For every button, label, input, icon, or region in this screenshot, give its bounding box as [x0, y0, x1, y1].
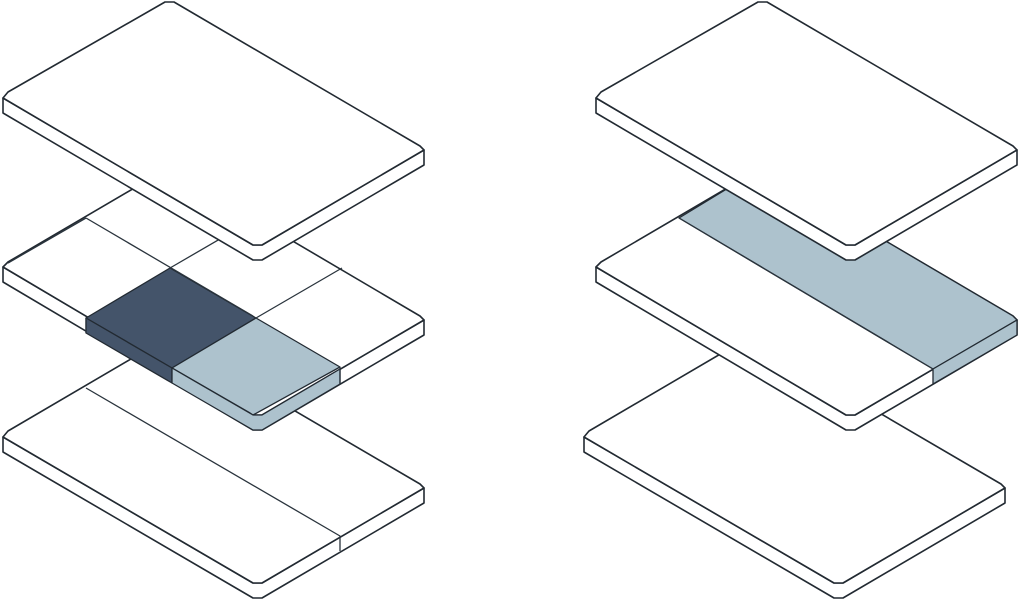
right-top-layer [595, 1, 1018, 261]
right-light-band-side [932, 319, 1018, 385]
right-band-divider [678, 217, 934, 370]
left-top-layer [2, 1, 425, 261]
left-stack [2, 1, 425, 599]
left-grid-line-1 [85, 217, 254, 317]
left-grid-line-4 [255, 267, 343, 319]
left-grid-line-2 [7, 217, 87, 264]
right-stack [583, 1, 1018, 599]
left-top-layer-top [2, 1, 425, 246]
left-middle-layer [2, 169, 425, 431]
right-top-layer-top [595, 1, 1018, 246]
left-bottom-divider [85, 387, 341, 551]
